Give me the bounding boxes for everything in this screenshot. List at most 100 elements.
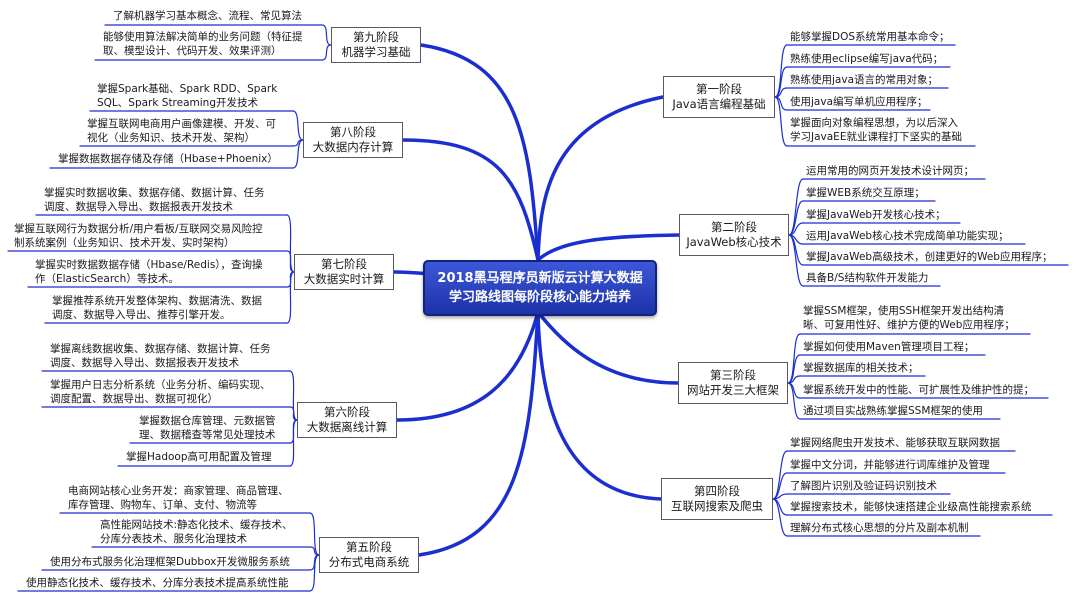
stage-6-item: 掌握数据仓库管理、元数据管理、数据稽查等常见处理技术 <box>139 415 276 441</box>
stage-2-node: 第二阶段 JavaWeb核心技术 <box>679 214 789 256</box>
sub-branch <box>292 139 304 169</box>
stage-6-node: 第六阶段 大数据离线计算 <box>297 402 397 438</box>
stage-9-item: 能够使用算法解决简单的业务问题（特征提取、模型设计、代码开发、效果评测） <box>103 31 303 57</box>
stage-title: 网站开发三大框架 <box>687 383 779 397</box>
stage-5-item: 电商网站核心业务开发：商家管理、商品管理、库存管理、购物车、订单、支付、物流等 <box>68 485 289 511</box>
stage-title: JavaWeb核心技术 <box>686 235 782 249</box>
stage-5-item: 使用分布式服务化治理框架Dubbox开发微服务系统 <box>50 556 290 568</box>
stage-3-item: 掌握如何使用Maven管理项目工程； <box>803 341 975 353</box>
stage-title: 分布式电商系统 <box>328 555 410 569</box>
sub-branch <box>788 234 804 287</box>
branch-stage-9 <box>419 43 540 262</box>
stage-8-item: 掌握互联网电商用户画像建模、开发、可视化（业务知识、技术开发、架构） <box>87 118 276 144</box>
sub-branch <box>787 382 801 420</box>
stage-name: 第一阶段 <box>696 82 742 96</box>
sub-branch <box>772 498 788 516</box>
stage-name: 第二阶段 <box>711 220 757 234</box>
stage-1-item: 掌握面向对象编程思想，为以后深入学习JavaEE就业课程打下坚实的基础 <box>790 117 962 143</box>
stage-7-item: 掌握实时数据收集、数据存储、数据计算、任务调度、数据导入导出、数据报表开发技术 <box>44 187 265 213</box>
stage-name: 第三阶段 <box>710 368 756 382</box>
stage-5-item: 高性能网站技术:静态化技术、缓存技术、分库分表技术、服务化治理技术 <box>100 519 293 545</box>
sub-branch <box>289 419 298 467</box>
stage-name: 第八阶段 <box>330 125 376 139</box>
stage-4-item: 了解图片识别及验证码识别技术 <box>790 480 937 492</box>
stage-3-item: 通过项目实战熟练掌握SSM框架的使用 <box>803 405 983 417</box>
stage-name: 第四阶段 <box>694 484 740 498</box>
stage-title: 大数据内存计算 <box>312 140 394 154</box>
stage-3-node: 第三阶段 网站开发三大框架 <box>678 362 788 404</box>
stage-5-item: 使用静态化技术、缓存技术、分库分表技术提高系统性能 <box>26 577 289 589</box>
stage-title: 大数据离线计算 <box>306 420 388 434</box>
stage-3-item: 掌握系统开发中的性能、可扩展性及维护性的提； <box>803 384 1034 396</box>
stage-4-item: 掌握网络爬虫开发技术、能够获取互联网数据 <box>790 437 1000 449</box>
central-topic: 2018黑马程序员新版云计算大数据 学习路线图每阶段核心能力培养 <box>423 260 657 316</box>
sub-branch <box>774 96 788 147</box>
sub-branch <box>772 498 788 537</box>
stage-1-item: 熟练使用eclipse编写java代码； <box>790 53 944 65</box>
stage-8-item: 掌握数据数据存储及存储（Hbase+Phoenix） <box>58 153 278 165</box>
stage-5-node: 第五阶段 分布式电商系统 <box>319 537 419 573</box>
stage-6-item: 掌握用户日志分析系统（业务分析、编码实现、调度配置、数据导出、数据可视化） <box>50 379 271 405</box>
stage-title: 机器学习基础 <box>341 45 411 59</box>
central-topic-line-2: 学习路线图每阶段核心能力培养 <box>448 290 631 305</box>
sub-branch <box>788 200 804 236</box>
sub-branch <box>286 214 295 273</box>
stage-9-node: 第九阶段 机器学习基础 <box>331 27 421 63</box>
stage-2-item: 运用JavaWeb核心技术完成简单功能实现； <box>806 230 1009 242</box>
stage-4-node: 第四阶段 互联网搜索及爬虫 <box>661 478 773 520</box>
sub-branch <box>289 370 298 421</box>
branch-stage-1 <box>536 95 665 262</box>
stage-2-item: 运用常用的网页开发技术设计网页； <box>806 165 974 177</box>
stage-6-item: 掌握Hadoop高可用配置及管理 <box>126 451 272 463</box>
stage-7-node: 第七阶段 大数据实时计算 <box>294 254 394 290</box>
stage-1-item: 熟练使用java语言的常用对象； <box>790 74 938 86</box>
stage-name: 第九阶段 <box>353 30 399 44</box>
stage-name: 第六阶段 <box>324 405 370 419</box>
stage-3-item: 掌握SSM框架，使用SSH框架开发出结构清晰、可复用性好、维护方便的Web应用程… <box>803 305 1015 331</box>
stage-2-item: 掌握WEB系统交互原理； <box>806 187 925 199</box>
stage-1-node: 第一阶段 Java语言编程基础 <box>663 76 775 118</box>
branch-stage-8 <box>401 138 540 262</box>
stage-2-item: 掌握JavaWeb开发核心技术； <box>806 209 946 221</box>
stage-title: 大数据实时计算 <box>303 272 385 286</box>
stage-4-item: 理解分布式核心思想的分片及副本机制 <box>790 522 969 534</box>
stage-2-item: 掌握JavaWeb高级技术，创建更好的Web应用程序； <box>806 251 1053 263</box>
sub-branch <box>286 271 295 324</box>
stage-7-item: 掌握实时数据数据存储（Hbase/Redis），查询操作（ElasticSear… <box>35 259 263 285</box>
sub-branch <box>321 24 332 46</box>
sub-branch <box>774 66 788 98</box>
stage-7-item: 掌握互联网行为数据分析/用户看板/互联网交易风险控制系统案例（业务知识、技术开发… <box>14 223 263 249</box>
branch-stage-6 <box>395 310 540 422</box>
sub-branch <box>787 382 801 399</box>
branch-stage-4 <box>536 310 663 501</box>
stage-8-node: 第八阶段 大数据内存计算 <box>303 122 403 158</box>
stage-9-item: 了解机器学习基本概念、流程、常见算法 <box>113 10 302 22</box>
stage-3-item: 掌握数据库的相关技术； <box>803 362 919 374</box>
stage-1-item: 能够掌握DOS系统常用基本命令； <box>790 31 950 43</box>
branch-stage-5 <box>417 310 540 557</box>
central-topic-line-1: 2018黑马程序员新版云计算大数据 <box>437 271 643 286</box>
stage-name: 第五阶段 <box>346 540 392 554</box>
sub-branch <box>772 450 788 500</box>
sub-branch <box>309 512 320 556</box>
sub-branch <box>309 554 320 592</box>
sub-branch <box>774 44 788 98</box>
stage-4-item: 掌握中文分词，并能够进行词库维护及管理 <box>790 459 990 471</box>
stage-name: 第七阶段 <box>321 257 367 271</box>
stage-6-item: 掌握离线数据收集、数据存储、数据计算、任务调度、数据导入导出、数据报表开发技术 <box>50 343 271 369</box>
sub-branch <box>292 110 304 141</box>
stage-1-item: 使用java编写单机应用程序； <box>790 96 928 108</box>
stage-4-item: 掌握搜索技术，能够快速搭建企业级高性能搜索系统 <box>790 501 1032 513</box>
sub-branch <box>286 250 295 273</box>
stage-title: 互联网搜索及爬虫 <box>671 499 763 513</box>
stage-2-item: 具备B/S结构软件开发能力 <box>806 272 929 284</box>
sub-branch <box>788 178 804 236</box>
stage-title: Java语言编程基础 <box>672 97 766 111</box>
sub-branch <box>321 44 332 61</box>
sub-branch <box>772 472 788 500</box>
sub-branch <box>787 354 801 384</box>
stage-7-item: 掌握推荐系统开发整体架构、数据清洗、数据调度、数据导入导出、推荐引擎开发。 <box>52 295 262 321</box>
